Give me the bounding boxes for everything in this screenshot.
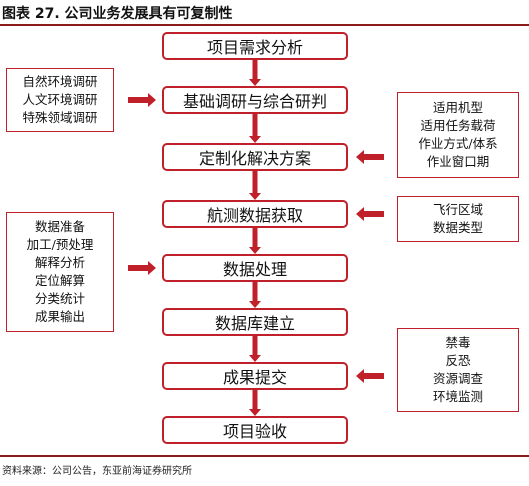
note-line: 加工/预处理 [26, 237, 94, 252]
note-line: 人文环境调研 [22, 92, 98, 107]
note-line: 特殊领域调研 [22, 110, 98, 125]
note-processing-tasks: 数据准备 加工/预处理 解释分析 定位解算 分类统计 成果输出 [6, 212, 114, 332]
note-line: 作业窗口期 [426, 154, 490, 169]
down-arrow [249, 390, 261, 416]
down-arrow [249, 171, 261, 200]
figure-source: 资料来源：公司公告，东亚前海证券研究所 [2, 466, 192, 477]
step-requirement-analysis: 项目需求分析 [162, 32, 348, 60]
note-line: 数据准备 [34, 219, 85, 234]
step-custom-solution: 定制化解决方案 [162, 143, 348, 171]
note-line: 环境监测 [432, 389, 483, 404]
step-aerial-data-acquisition: 航测数据获取 [162, 200, 348, 228]
step-project-acceptance: 项目验收 [162, 416, 348, 444]
note-line: 适用机型 [432, 100, 483, 115]
down-arrow [249, 60, 261, 86]
step-deliverables-submission: 成果提交 [162, 362, 348, 390]
note-line: 禁毒 [445, 335, 471, 350]
note-line: 成果输出 [34, 309, 85, 324]
note-line: 自然环境调研 [22, 74, 98, 89]
note-line: 解释分析 [34, 255, 85, 270]
note-survey-types: 自然环境调研 人文环境调研 特殊领域调研 [6, 68, 114, 132]
left-arrow [356, 150, 384, 164]
note-line: 作业方式/体系 [418, 136, 498, 151]
note-line: 飞行区域 [432, 202, 483, 217]
down-arrow [249, 282, 261, 308]
figure-title: 图表 27. 公司业务发展具有可复制性 [2, 6, 233, 22]
right-arrow [128, 261, 156, 275]
note-line: 资源调查 [432, 371, 483, 386]
left-arrow [356, 207, 384, 221]
left-arrow [356, 369, 384, 383]
top-rule [0, 24, 529, 26]
note-application-areas: 禁毒 反恐 资源调查 环境监测 [397, 328, 519, 412]
note-line: 适用任务载荷 [420, 118, 496, 133]
note-line: 数据类型 [432, 220, 483, 235]
note-line: 定位解算 [34, 273, 85, 288]
step-data-processing: 数据处理 [162, 254, 348, 282]
right-arrow [128, 93, 156, 107]
note-solution-factors: 适用机型 适用任务载荷 作业方式/体系 作业窗口期 [397, 92, 519, 178]
step-database-build: 数据库建立 [162, 308, 348, 336]
note-line: 分类统计 [34, 291, 85, 306]
note-line: 反恐 [445, 353, 471, 368]
down-arrow [249, 228, 261, 254]
down-arrow [249, 336, 261, 362]
note-acquisition-inputs: 飞行区域 数据类型 [397, 196, 519, 242]
bottom-rule [0, 455, 529, 457]
down-arrow [249, 114, 261, 143]
step-research-assessment: 基础调研与综合研判 [162, 86, 348, 114]
